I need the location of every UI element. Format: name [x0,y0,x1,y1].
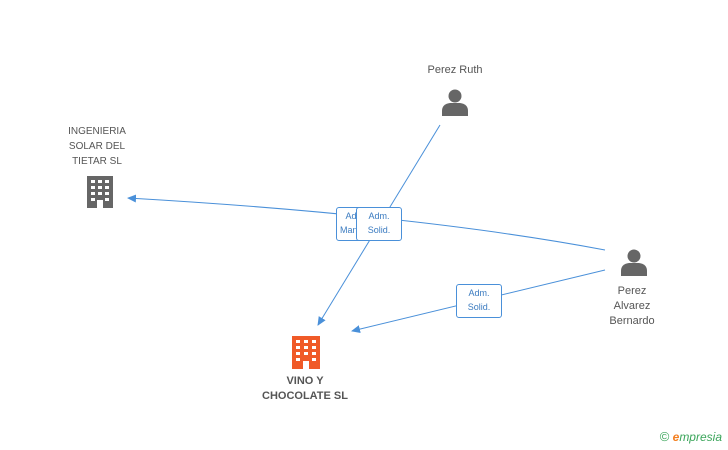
building-icon-main[interactable] [292,336,320,369]
node-label-perez-ruth[interactable]: Perez Ruth [427,64,483,76]
person-icon[interactable] [621,249,647,277]
brand-logo-e: e [672,430,680,444]
brand-logo[interactable]: © empresia [660,429,722,444]
person-icon[interactable] [442,89,468,117]
node-label-ingenieria-solar[interactable]: INGENIERIA SOLAR DEL TIETAR SL [68,126,126,167]
copyright-icon: © [659,429,670,444]
brand-logo-text: mpresia [679,430,722,444]
node-label-vino-chocolate[interactable]: VINO Y CHOCOLATE SL [262,375,348,402]
edge-label-bernardo-to-vino[interactable]: Adm. Solid. [456,284,502,318]
building-icon[interactable] [87,176,113,208]
edge-label-bernardo-to-ingenieria[interactable]: Adm. Solid. [356,207,402,241]
node-label-perez-alvarez-bernardo[interactable]: Perez Alvarez Bernardo [609,285,655,327]
